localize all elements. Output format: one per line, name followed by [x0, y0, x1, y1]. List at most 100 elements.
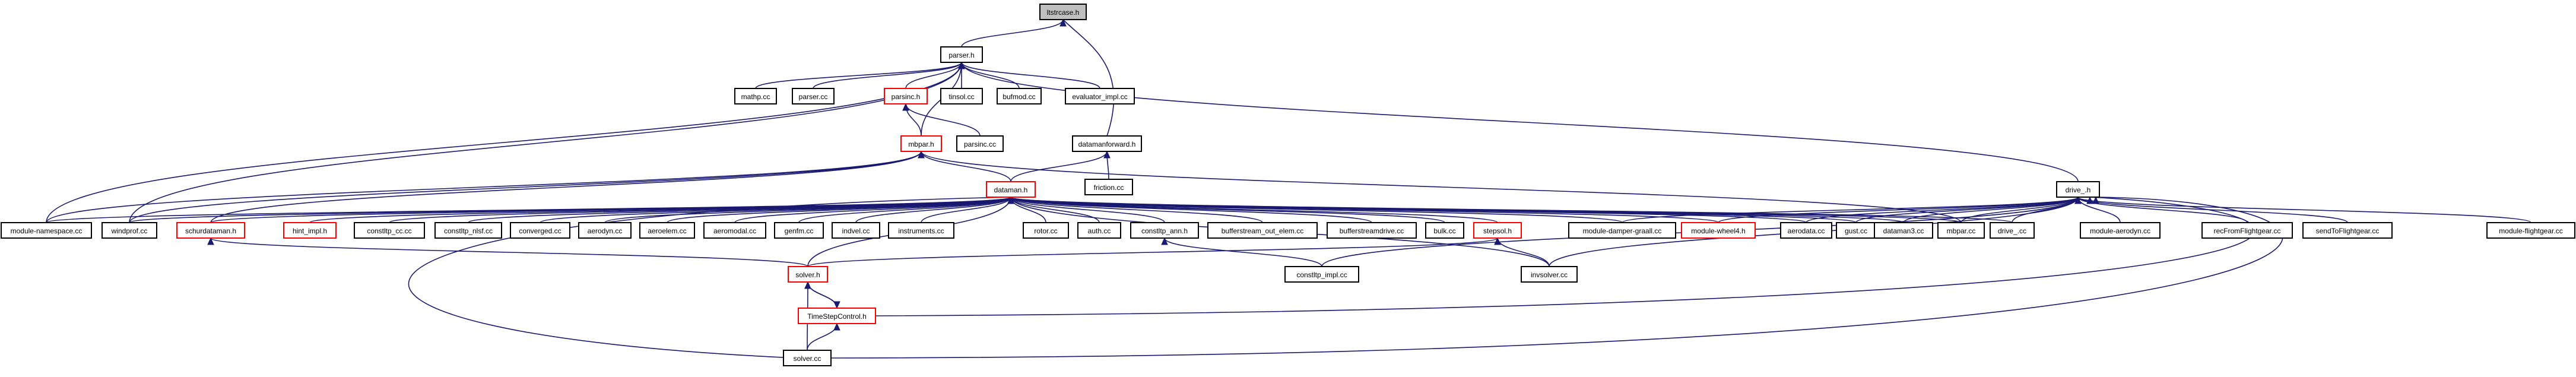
- edge-line: [830, 197, 2283, 359]
- arrowhead: [2074, 196, 2082, 204]
- node-parser-h[interactable]: parser.h: [940, 46, 983, 63]
- node-aerodata-cc[interactable]: aerodata.cc: [1780, 222, 1832, 239]
- node-box: [578, 222, 632, 239]
- node-module-namespace-cc[interactable]: module-namespace.cc: [1, 222, 92, 239]
- node-bufferstreamdrive-cc[interactable]: bufferstreamdrive.cc: [1327, 222, 1417, 239]
- node-genfm-cc[interactable]: genfm.cc: [774, 222, 824, 239]
- arrowhead: [1161, 237, 1168, 245]
- node-recFromFlightgear-cc[interactable]: recFromFlightgear.cc: [2201, 222, 2293, 239]
- node-invsolver-cc[interactable]: invsolver.cc: [1521, 266, 1578, 283]
- node-constltp-cc[interactable]: constltp_cc.cc: [354, 222, 425, 239]
- node-box: [176, 222, 245, 239]
- node-constltp-impl-cc[interactable]: constltp_impl.cc: [1284, 266, 1359, 283]
- node-parsinc-cc[interactable]: parsinc.cc: [956, 135, 1004, 152]
- node-parser-cc[interactable]: parser.cc: [792, 88, 835, 104]
- node-stepsol-h[interactable]: stepsol.h: [1473, 222, 1522, 239]
- node-drive-h[interactable]: drive_.h: [2056, 181, 2100, 198]
- node-windprof-cc[interactable]: windprof.cc: [101, 222, 157, 239]
- node-instruments-cc[interactable]: instruments.cc: [888, 222, 954, 239]
- node-box: [510, 222, 570, 239]
- node-dataman-h[interactable]: dataman.h: [986, 181, 1036, 198]
- node-label: friction.cc: [1094, 183, 1124, 192]
- node-aerodyn-cc[interactable]: aerodyn.cc: [578, 222, 632, 239]
- node-friction-cc[interactable]: friction.cc: [1084, 179, 1133, 195]
- node-auth-cc[interactable]: auth.cc: [1077, 222, 1121, 239]
- node-solver-h[interactable]: solver.h: [788, 266, 828, 283]
- node-label: dataman.h: [994, 186, 1028, 194]
- edge-invsolver_cc-to-stepsol_h: [1494, 237, 1550, 267]
- edge-line: [1903, 197, 2079, 223]
- node-label: sendToFlightgear.cc: [2316, 227, 2380, 235]
- node-label: parser.h: [948, 51, 974, 59]
- node-box: [986, 181, 1036, 198]
- node-box: [1130, 222, 1199, 239]
- node-label: invsolver.cc: [1531, 271, 1568, 279]
- node-tinsol-cc[interactable]: tinsol.cc: [940, 88, 983, 104]
- node-aeroelem-cc[interactable]: aeroelem.cc: [639, 222, 695, 239]
- node-box: [774, 222, 824, 239]
- edge-line: [1718, 197, 2079, 223]
- node-label: solver.h: [795, 271, 820, 279]
- edge-windprof_cc-to-parser_h: [129, 61, 965, 223]
- node-converged-cc[interactable]: converged.cc: [510, 222, 570, 239]
- node-drive-cc[interactable]: drive_.cc: [1990, 222, 2035, 239]
- edge-line: [905, 62, 962, 89]
- node-ltstrcase-h[interactable]: ltstrcase.h: [1039, 4, 1087, 20]
- edge-parsinc_cc-to-parsinc_h: [902, 103, 981, 137]
- arrowhead: [1494, 237, 1501, 245]
- node-label: parsinc.cc: [964, 140, 996, 148]
- node-schurdataman-h[interactable]: schurdataman.h: [176, 222, 245, 239]
- node-box: [1, 222, 92, 239]
- node-box: [1039, 4, 1087, 20]
- node-module-damper-graall-cc[interactable]: module-damper-graall.cc: [1568, 222, 1676, 239]
- node-box: [792, 88, 835, 104]
- node-module-wheel4-h[interactable]: module-wheel4.h: [1681, 222, 1756, 239]
- edge-line: [921, 151, 1962, 223]
- node-label: windprof.cc: [111, 227, 148, 235]
- node-box: [1568, 222, 1676, 239]
- edge-line: [1497, 237, 1550, 267]
- node-constltp-nlsf-cc[interactable]: constltp_nlsf.cc: [434, 222, 502, 239]
- node-mathp-cc[interactable]: mathp.cc: [734, 88, 777, 104]
- node-box: [798, 308, 876, 324]
- node-label: mbpar.h: [908, 140, 934, 148]
- node-box: [1207, 222, 1318, 239]
- node-bufferstream-out-elem-cc[interactable]: bufferstream_out_elem.cc: [1207, 222, 1318, 239]
- node-sendToFlightgear-cc[interactable]: sendToFlightgear.cc: [2302, 222, 2393, 239]
- node-module-aerodyn-cc[interactable]: module-aerodyn.cc: [2080, 222, 2161, 239]
- node-bufmod-cc[interactable]: bufmod.cc: [997, 88, 1042, 104]
- node-box: [2302, 222, 2393, 239]
- edge-parser_h-to-ltstrcase_h: [961, 18, 1067, 47]
- node-mbpar-cc[interactable]: mbpar.cc: [1937, 222, 1985, 239]
- edge-line: [1010, 197, 1498, 223]
- edge-solver_cc-to-TimeStepControl_h: [807, 322, 840, 351]
- edge-module_namespace_cc-to-parser_h: [46, 61, 965, 223]
- node-box: [1327, 222, 1417, 239]
- node-module-flightgear-cc[interactable]: module-flightgear.cc: [2486, 222, 2575, 239]
- node-indvel-cc[interactable]: indvel.cc: [832, 222, 880, 239]
- node-datamanforward-h[interactable]: datamanforward.h: [1072, 135, 1142, 152]
- node-label: instruments.cc: [898, 227, 944, 235]
- edge-mbpar_h-to-parsinc_h: [902, 103, 922, 137]
- node-dataman3-cc[interactable]: dataman3.cc: [1874, 222, 1933, 239]
- node-aeromodal-cc[interactable]: aeromodal.cc: [703, 222, 766, 239]
- node-parsinc-h[interactable]: parsinc.h: [884, 88, 928, 104]
- node-evaluator-impl-cc[interactable]: evaluator_impl.cc: [1065, 88, 1135, 104]
- node-label: module-damper-graall.cc: [1583, 227, 1662, 235]
- node-rotor-cc[interactable]: rotor.cc: [1023, 222, 1069, 239]
- node-constltp-ann-h[interactable]: constltp_ann.h: [1130, 222, 1199, 239]
- node-hint-impl-h[interactable]: hint_impl.h: [283, 222, 337, 239]
- node-solver-cc[interactable]: solver.cc: [783, 350, 832, 366]
- arrowhead: [1007, 196, 1014, 204]
- edge-constltp_cc-to-dataman_h: [389, 196, 1014, 223]
- node-TimeStepControl-h[interactable]: TimeStepControl.h: [798, 308, 876, 324]
- dependency-nodes: ltstrcase.h parser.h mathp.cc parser.cc pars…: [1, 4, 2575, 366]
- node-box: [703, 222, 766, 239]
- node-bulk-cc[interactable]: bulk.cc: [1425, 222, 1464, 239]
- node-mbpar-h[interactable]: mbpar.h: [900, 135, 942, 152]
- node-box: [283, 222, 337, 239]
- edge-solver_h-to-stepsol_h: [807, 237, 1501, 267]
- node-gust-cc[interactable]: gust.cc: [1836, 222, 1876, 239]
- arrowhead: [1059, 18, 1067, 27]
